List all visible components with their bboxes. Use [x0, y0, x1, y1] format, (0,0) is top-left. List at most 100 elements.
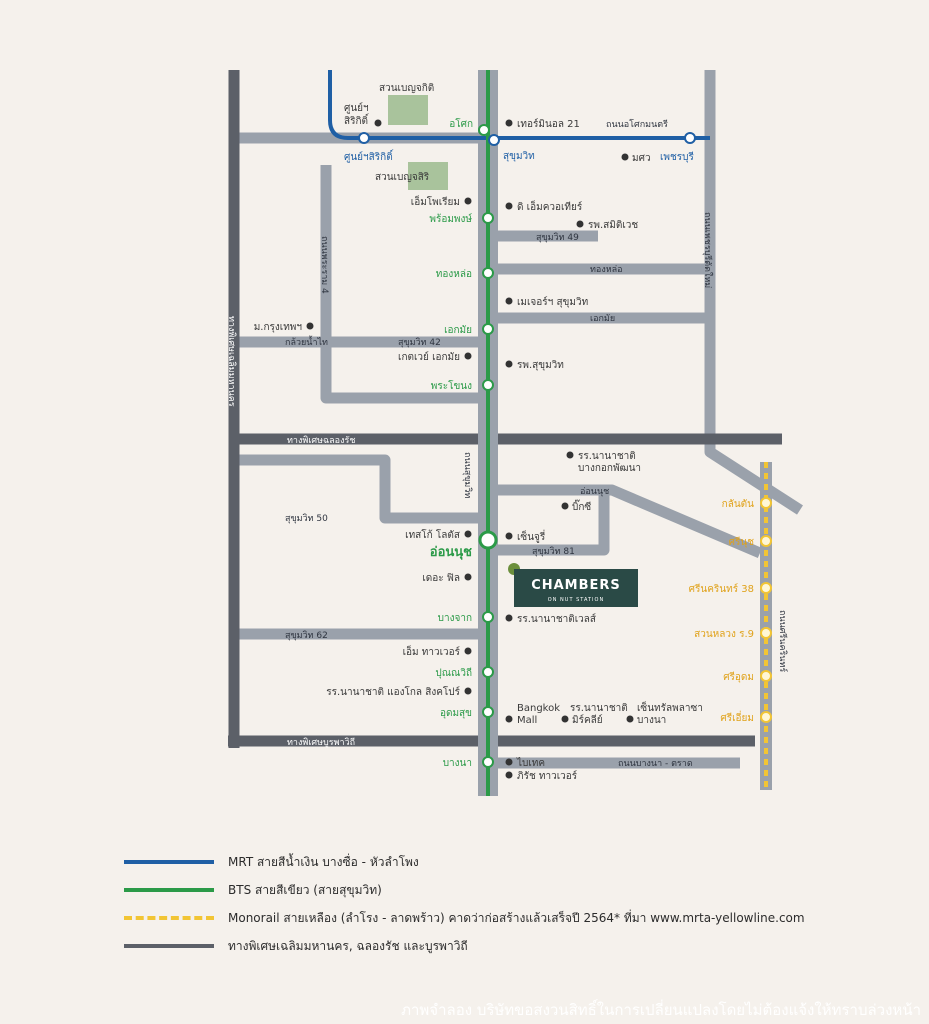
road-label-sukhumvit62: สุขุมวิท 62: [285, 630, 328, 641]
mrt-label-sukhumvit: สุขุมวิท: [503, 151, 535, 162]
road-rama4: [320, 165, 488, 404]
bts-label-on-nut: อ่อนนุช: [430, 545, 472, 560]
label-central-1: เซ็นทรัลพลาซา: [637, 700, 703, 714]
label-the-fill: เดอะ ฟิล: [422, 573, 460, 584]
mrt-station-markers: [358, 132, 696, 146]
road-label-thonglor: ทองหล่อ: [590, 265, 623, 275]
road-label-sukhumvit81: สุขุมวิท 81: [532, 546, 575, 557]
label-terminal21: เทอร์มินอล 21: [517, 118, 580, 130]
road-label-chalong-rat: ทางพิเศษฉลองรัช: [287, 435, 355, 446]
road-label-asok-montri: ถนนอโศกมนตรี: [606, 119, 668, 130]
label-bangkok-patana-1: รร.นานาชาติ: [578, 451, 636, 462]
mono-label-kalantan: กลันตัน: [722, 499, 755, 510]
bts-station-marker: [478, 124, 490, 136]
bts-station-marker: [482, 212, 494, 224]
roads: [237, 70, 803, 769]
mono-label-sri-iam: ศรีเอี่ยม: [720, 710, 754, 724]
label-msw: มศว: [632, 153, 651, 164]
bts-label-phra-khanong: พระโขนง: [431, 379, 472, 392]
mrt-station-marker: [358, 132, 370, 144]
road-label-sukhumvit49: สุขุมวิท 49: [536, 232, 579, 243]
label-samitivej: รพ.สมิติเวช: [588, 220, 638, 231]
bts-label-ekkamai: เอกมัย: [444, 325, 472, 336]
bts-station-marker: [482, 379, 494, 391]
label-emquartier: ดิ เอ็มควอเทียร์: [517, 199, 583, 213]
label-emporium: เอ็มโพเรียม: [411, 194, 460, 208]
label-gateway: เกตเวย์ เอกมัย: [398, 351, 460, 363]
label-central-2: บางนา: [637, 715, 666, 726]
label-major: เมเจอร์ฯ สุขุมวิท: [517, 296, 588, 308]
legend-text-mrt: MRT สายสีน้ำเงิน บางซื่อ - หัวลำโพง: [228, 854, 419, 869]
label-park-benjasiri: สวนเบญจสิริ: [375, 172, 430, 183]
label-bangkok-patana-2: บางกอกพัฒนา: [578, 463, 641, 474]
legend-line-monorail: [124, 916, 214, 920]
bts-label-asok: อโศก: [449, 117, 473, 130]
road-label-phetchaburi-right: ถนนเพชรบุรีตัดใหม่: [702, 212, 713, 288]
chambers-label-box: [514, 569, 638, 607]
park-benjasiri: [408, 162, 448, 190]
label-bitec: ไบเทค: [516, 757, 545, 769]
mono-label-suan-luang: สวนหลวง ร.9: [694, 629, 754, 640]
mono-label-srinut: ศรีนุช: [729, 536, 755, 548]
landmark-dots: [306, 119, 634, 779]
road-sukhumvit50: [237, 454, 488, 524]
mono-label-sri-udom: ศรีอุดม: [723, 671, 754, 683]
label-bkk-mall-2: Mall: [517, 715, 537, 726]
mrt-label-sirikit: ศูนย์ฯสิริกิติ์: [344, 149, 394, 163]
chambers-title: CHAMBERS: [531, 578, 621, 593]
label-park-benjakitti: สวนเบญจกิติ: [379, 83, 434, 94]
road-label-ekkamai: เอกมัย: [590, 314, 615, 324]
mrt-station-marker: [488, 134, 500, 146]
label-bhiraj: ภิรัช ทาวเวอร์: [517, 770, 578, 782]
label-anglo: รร.นานาชาติ แองโกล สิงคโปร์: [326, 685, 460, 698]
mrt-label-phetchaburi: เพชรบุรี: [660, 151, 695, 163]
expressways: [228, 70, 782, 748]
park-benjakitti: [388, 95, 428, 125]
bts-station-marker: [482, 706, 494, 718]
road-label-rama4: ถนนพระราม 4: [319, 236, 329, 294]
label-mcl-2: มิร์คลีย์: [572, 714, 603, 726]
label-wells: รร.นานาชาติเวลส์: [517, 613, 596, 625]
label-bu: ม.กรุงเทพฯ: [254, 322, 302, 333]
road-onnut: [498, 484, 763, 559]
bts-station-marker: [482, 323, 494, 335]
bts-station-marker: [482, 756, 494, 768]
label-sirikit-2: สิริกิติ์: [344, 113, 370, 127]
bts-label-phrom-phong: พร้อมพงษ์: [429, 213, 472, 225]
road-label-kluaynamthai: กล้วยน้ำไท: [285, 335, 328, 348]
legend-item-bts: BTS สายสีเขียว (สายสุขุมวิท): [124, 876, 805, 904]
legend-line-expressway: [124, 944, 214, 948]
legend-line-mrt: [124, 860, 214, 864]
road-label-sukhumvit-main: ถนนสุขุมวิท: [462, 452, 473, 498]
bts-station-marker: [482, 267, 494, 279]
label-lotus: เทสโก้ โลตัส: [405, 528, 460, 541]
legend-text-bts: BTS สายสีเขียว (สายสุขุมวิท): [228, 882, 382, 897]
label-sukhumvit-hosp: รพ.สุขุมวิท: [517, 360, 564, 371]
road-label-burapha-withi: ทางพิเศษบูรพาวิถี: [287, 737, 355, 748]
label-m-tower: เอ็ม ทาวเวอร์: [403, 644, 461, 658]
bts-station-marker-onnut: [478, 530, 498, 550]
legend-text-monorail: Monorail สายเหลือง (ลำโรง - ลาดพร้าว) คา…: [228, 910, 805, 925]
label-mcl-1: รร.นานาชาติ: [570, 703, 628, 714]
mono-label-srinakarin38: ศรีนครินทร์ 38: [689, 583, 754, 595]
road-label-chalerm-mahanakorn: ทางพิเศษเฉลิมมหานคร: [226, 316, 237, 407]
label-century: เซ็นจูรี่: [517, 529, 546, 543]
label-bkk-mall-1: Bangkok: [517, 703, 560, 714]
mrt-station-marker: [684, 132, 696, 144]
bts-station-marker: [482, 611, 494, 623]
road-label-sukhumvit50: สุขุมวิท 50: [285, 513, 328, 524]
legend-item-expressway: ทางพิเศษเฉลิมมหานคร, ฉลองรัช และบูรพาวิถ…: [124, 932, 805, 960]
bts-label-thonglor: ทองหล่อ: [436, 269, 472, 280]
legend-item-monorail: Monorail สายเหลือง (ลำโรง - ลาดพร้าว) คา…: [124, 904, 805, 932]
monorail-station-markers: [760, 497, 772, 723]
legend-item-mrt: MRT สายสีน้ำเงิน บางซื่อ - หัวลำโพง: [124, 848, 805, 876]
legend-line-bts: [124, 888, 214, 892]
bts-station-markers: [478, 124, 498, 768]
road-label-sukhumvit42: สุขุมวิท 42: [398, 337, 441, 348]
label-sirikit-1: ศูนย์ฯ: [344, 102, 369, 114]
map-legend: MRT สายสีน้ำเงิน บางซื่อ - หัวลำโพง BTS …: [124, 848, 805, 960]
bts-station-marker: [482, 666, 494, 678]
road-label-srinakarin: ถนนศรีนครินทร์: [777, 610, 789, 672]
mrt-line: [328, 70, 710, 140]
